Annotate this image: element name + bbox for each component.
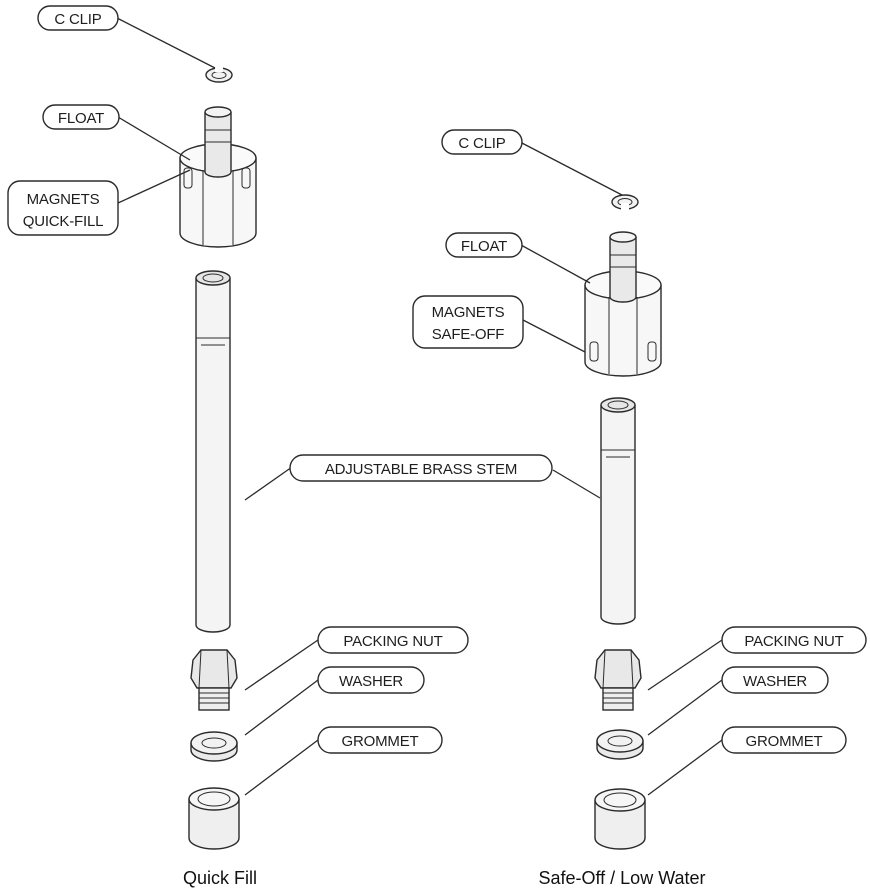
caption-quick-fill: Quick Fill xyxy=(183,868,257,888)
grommet-left xyxy=(188,787,240,850)
callout-c-clip-left-text: C CLIP xyxy=(54,11,101,28)
safe-off-assembly xyxy=(584,194,662,850)
packing-nut-left xyxy=(190,649,238,711)
magnet-right-2 xyxy=(647,341,657,362)
callout-float-right: FLOAT xyxy=(445,232,523,258)
callout-float-left-text: FLOAT xyxy=(58,110,104,127)
callout-magnets-quick-fill: MAGNETS QUICK-FILL xyxy=(7,180,119,236)
callout-packing-nut-right: PACKING NUT xyxy=(721,626,867,654)
callout-adjustable-brass-stem: ADJUSTABLE BRASS STEM xyxy=(289,454,553,482)
callout-packing-nut-left-text: PACKING NUT xyxy=(343,633,442,650)
callout-float-right-text: FLOAT xyxy=(461,238,507,255)
callout-adjustable-brass-stem-text: ADJUSTABLE BRASS STEM xyxy=(325,461,517,478)
callout-grommet-right-text: GROMMET xyxy=(746,733,823,750)
grommet-right xyxy=(594,788,646,850)
washer-left xyxy=(190,731,238,762)
float-right xyxy=(584,231,662,377)
washer-right xyxy=(596,729,644,760)
callout-grommet-left-text: GROMMET xyxy=(342,733,419,750)
magnet-left-2 xyxy=(241,167,251,189)
callout-packing-nut-left: PACKING NUT xyxy=(317,626,469,654)
caption-safe-off-low-water: Safe-Off / Low Water xyxy=(538,868,705,888)
callout-washer-right: WASHER xyxy=(721,666,829,694)
c-clip-right xyxy=(611,194,639,210)
callout-packing-nut-right-text: PACKING NUT xyxy=(744,633,843,650)
c-clip-left xyxy=(205,66,233,83)
callout-washer-left: WASHER xyxy=(317,666,425,694)
float-left xyxy=(179,106,257,248)
quick-fill-assembly xyxy=(179,66,257,850)
callout-c-clip-left: C CLIP xyxy=(37,5,119,31)
callout-grommet-left: GROMMET xyxy=(317,726,443,754)
callout-float-left: FLOAT xyxy=(42,104,120,130)
callout-washer-right-text: WASHER xyxy=(743,673,807,690)
callout-magnets-line1: MAGNETS xyxy=(27,191,100,208)
callout-safe-off-line2: SAFE-OFF xyxy=(432,326,505,343)
brass-stem-right xyxy=(600,397,636,625)
magnet-right-1 xyxy=(589,341,599,362)
callout-washer-left-text: WASHER xyxy=(339,673,403,690)
callout-quick-fill-line2: QUICK-FILL xyxy=(23,213,104,230)
callout-grommet-right: GROMMET xyxy=(721,726,847,754)
magnet-left-1 xyxy=(183,167,193,189)
callout-magnets-safe-off: MAGNETS SAFE-OFF xyxy=(412,295,524,349)
packing-nut-right xyxy=(594,649,642,711)
callout-magnets-line1-right: MAGNETS xyxy=(432,304,505,321)
callout-c-clip-right: C CLIP xyxy=(441,129,523,155)
leader-lines xyxy=(116,17,723,796)
brass-stem-left xyxy=(195,270,231,633)
callout-c-clip-right-text: C CLIP xyxy=(458,135,505,152)
